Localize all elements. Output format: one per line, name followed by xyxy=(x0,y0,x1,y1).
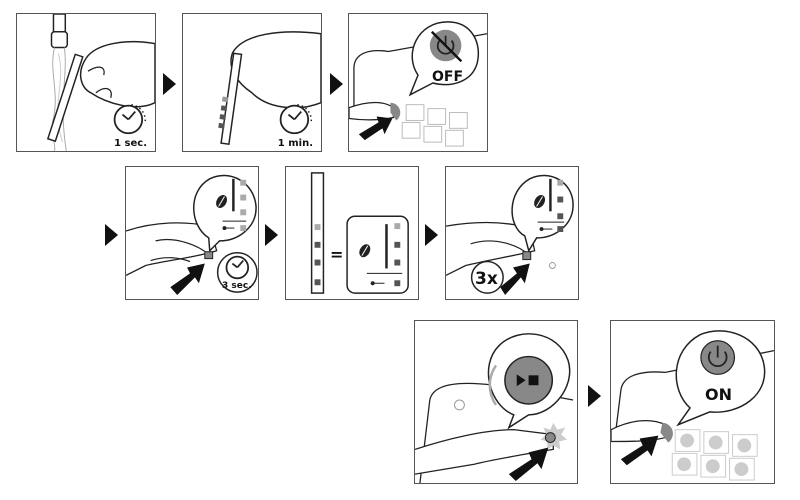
hold-button-illustration xyxy=(126,174,258,296)
timer-icon xyxy=(216,251,258,293)
timer-icon xyxy=(279,103,312,135)
power-off-icon xyxy=(429,29,463,63)
repeat-count-label: 3x xyxy=(475,269,498,289)
power-on-icon xyxy=(700,340,736,375)
step-1-panel: 1 sec. xyxy=(16,13,156,152)
timer-icon xyxy=(113,103,146,135)
step-5-panel: = xyxy=(285,166,419,300)
start-stop-button-icon xyxy=(504,355,554,405)
next-arrow xyxy=(265,224,278,246)
step-3-panel: OFF xyxy=(348,13,488,152)
step-6-panel: 3x xyxy=(445,166,579,300)
next-arrow xyxy=(163,73,176,95)
rinse-strip-illustration xyxy=(46,14,155,151)
lit-indicator-icons xyxy=(677,433,752,477)
step-2-panel: 1 min. xyxy=(182,13,322,152)
next-arrow xyxy=(588,385,601,407)
press-three-times-illustration xyxy=(446,174,574,296)
coffee-bean-icon xyxy=(359,244,371,258)
step-7-panel xyxy=(414,320,578,484)
next-arrow xyxy=(330,73,343,95)
compare-strip-illustration xyxy=(310,172,409,294)
duration-label: 1 sec. xyxy=(114,138,147,149)
on-label: ON xyxy=(705,385,732,404)
step-4-panel: 3 sec. xyxy=(125,166,259,300)
duration-label: 1 min. xyxy=(277,138,313,149)
coffee-bean-icon xyxy=(534,195,546,208)
equals-sign: = xyxy=(330,245,344,264)
off-label: OFF xyxy=(432,69,464,85)
coffee-bean-icon xyxy=(216,195,228,208)
start-stop-illustration xyxy=(415,333,574,483)
step-8-panel: ON xyxy=(610,320,775,484)
wait-strip-illustration xyxy=(218,31,321,146)
duration-label: 3 sec. xyxy=(222,281,252,291)
power-off-illustration xyxy=(349,21,487,147)
next-arrow xyxy=(105,224,118,246)
next-arrow xyxy=(425,224,438,246)
power-on-illustration xyxy=(611,330,774,481)
